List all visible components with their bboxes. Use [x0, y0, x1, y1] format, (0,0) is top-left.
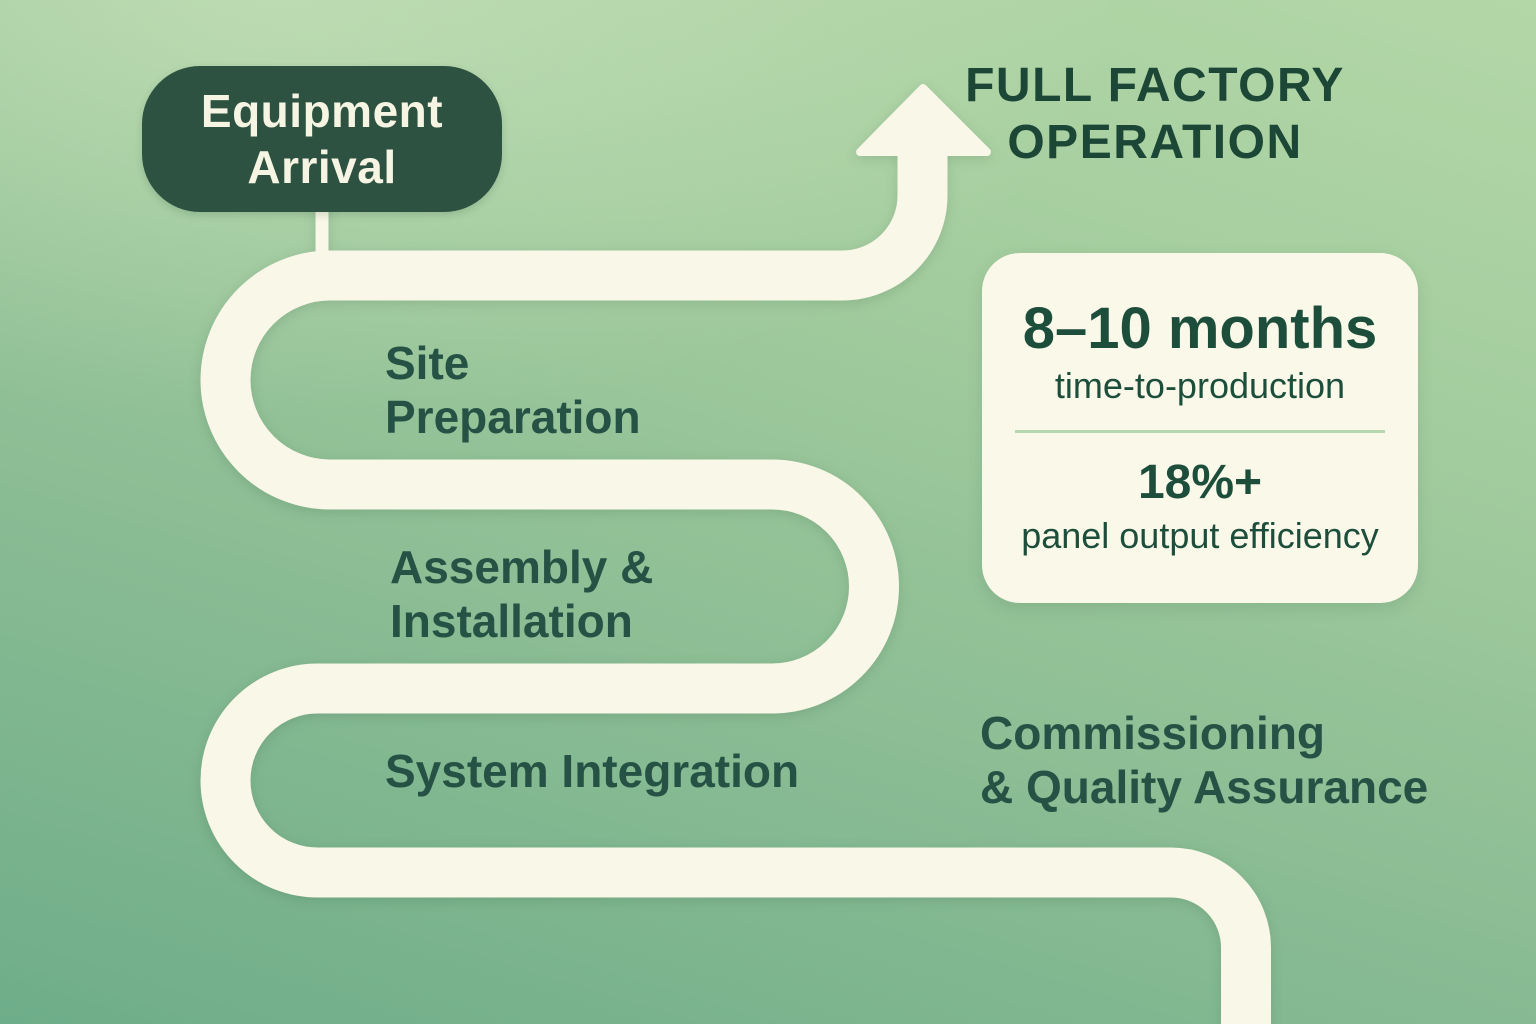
destination-line2: OPERATION — [1007, 115, 1303, 169]
stat-time-value: 8–10 months — [1022, 296, 1378, 362]
step-commissioning-line2: & Quality Assurance — [980, 761, 1429, 814]
step-system-line1: System Integration — [385, 745, 800, 797]
step-commissioning-line1: Commissioning — [980, 707, 1326, 759]
card-divider — [1015, 429, 1385, 433]
badge-stem-connector — [315, 200, 329, 258]
start-badge: Equipment Arrival — [142, 66, 502, 212]
start-badge-line2: Arrival — [247, 141, 397, 193]
destination-title: FULL FACTORY OPERATION — [930, 58, 1380, 171]
serpentine-path — [200, 150, 1271, 1024]
stats-card: 8–10 months time-to-production 18%+ pane… — [982, 253, 1418, 603]
step-label-site-preparation: Site Preparation — [385, 336, 641, 445]
step-site-line2: Preparation — [385, 391, 641, 444]
stat-efficiency-label: panel output efficiency — [1021, 514, 1379, 556]
destination-line1: FULL FACTORY — [965, 59, 1345, 112]
step-label-assembly-installation: Assembly & Installation — [390, 540, 653, 649]
stat-time-label: time-to-production — [1054, 365, 1346, 407]
step-site-line1: Site — [385, 337, 470, 389]
arrow-up-icon — [856, 84, 991, 156]
step-label-commissioning-qa: Commissioning & Quality Assurance — [980, 706, 1428, 815]
step-assembly-line2: Installation — [390, 595, 633, 648]
stat-efficiency-value: 18%+ — [1137, 455, 1263, 509]
start-badge-line1: Equipment — [200, 84, 444, 137]
step-label-system-integration: System Integration — [385, 744, 799, 798]
step-assembly-line1: Assembly & — [390, 541, 654, 593]
